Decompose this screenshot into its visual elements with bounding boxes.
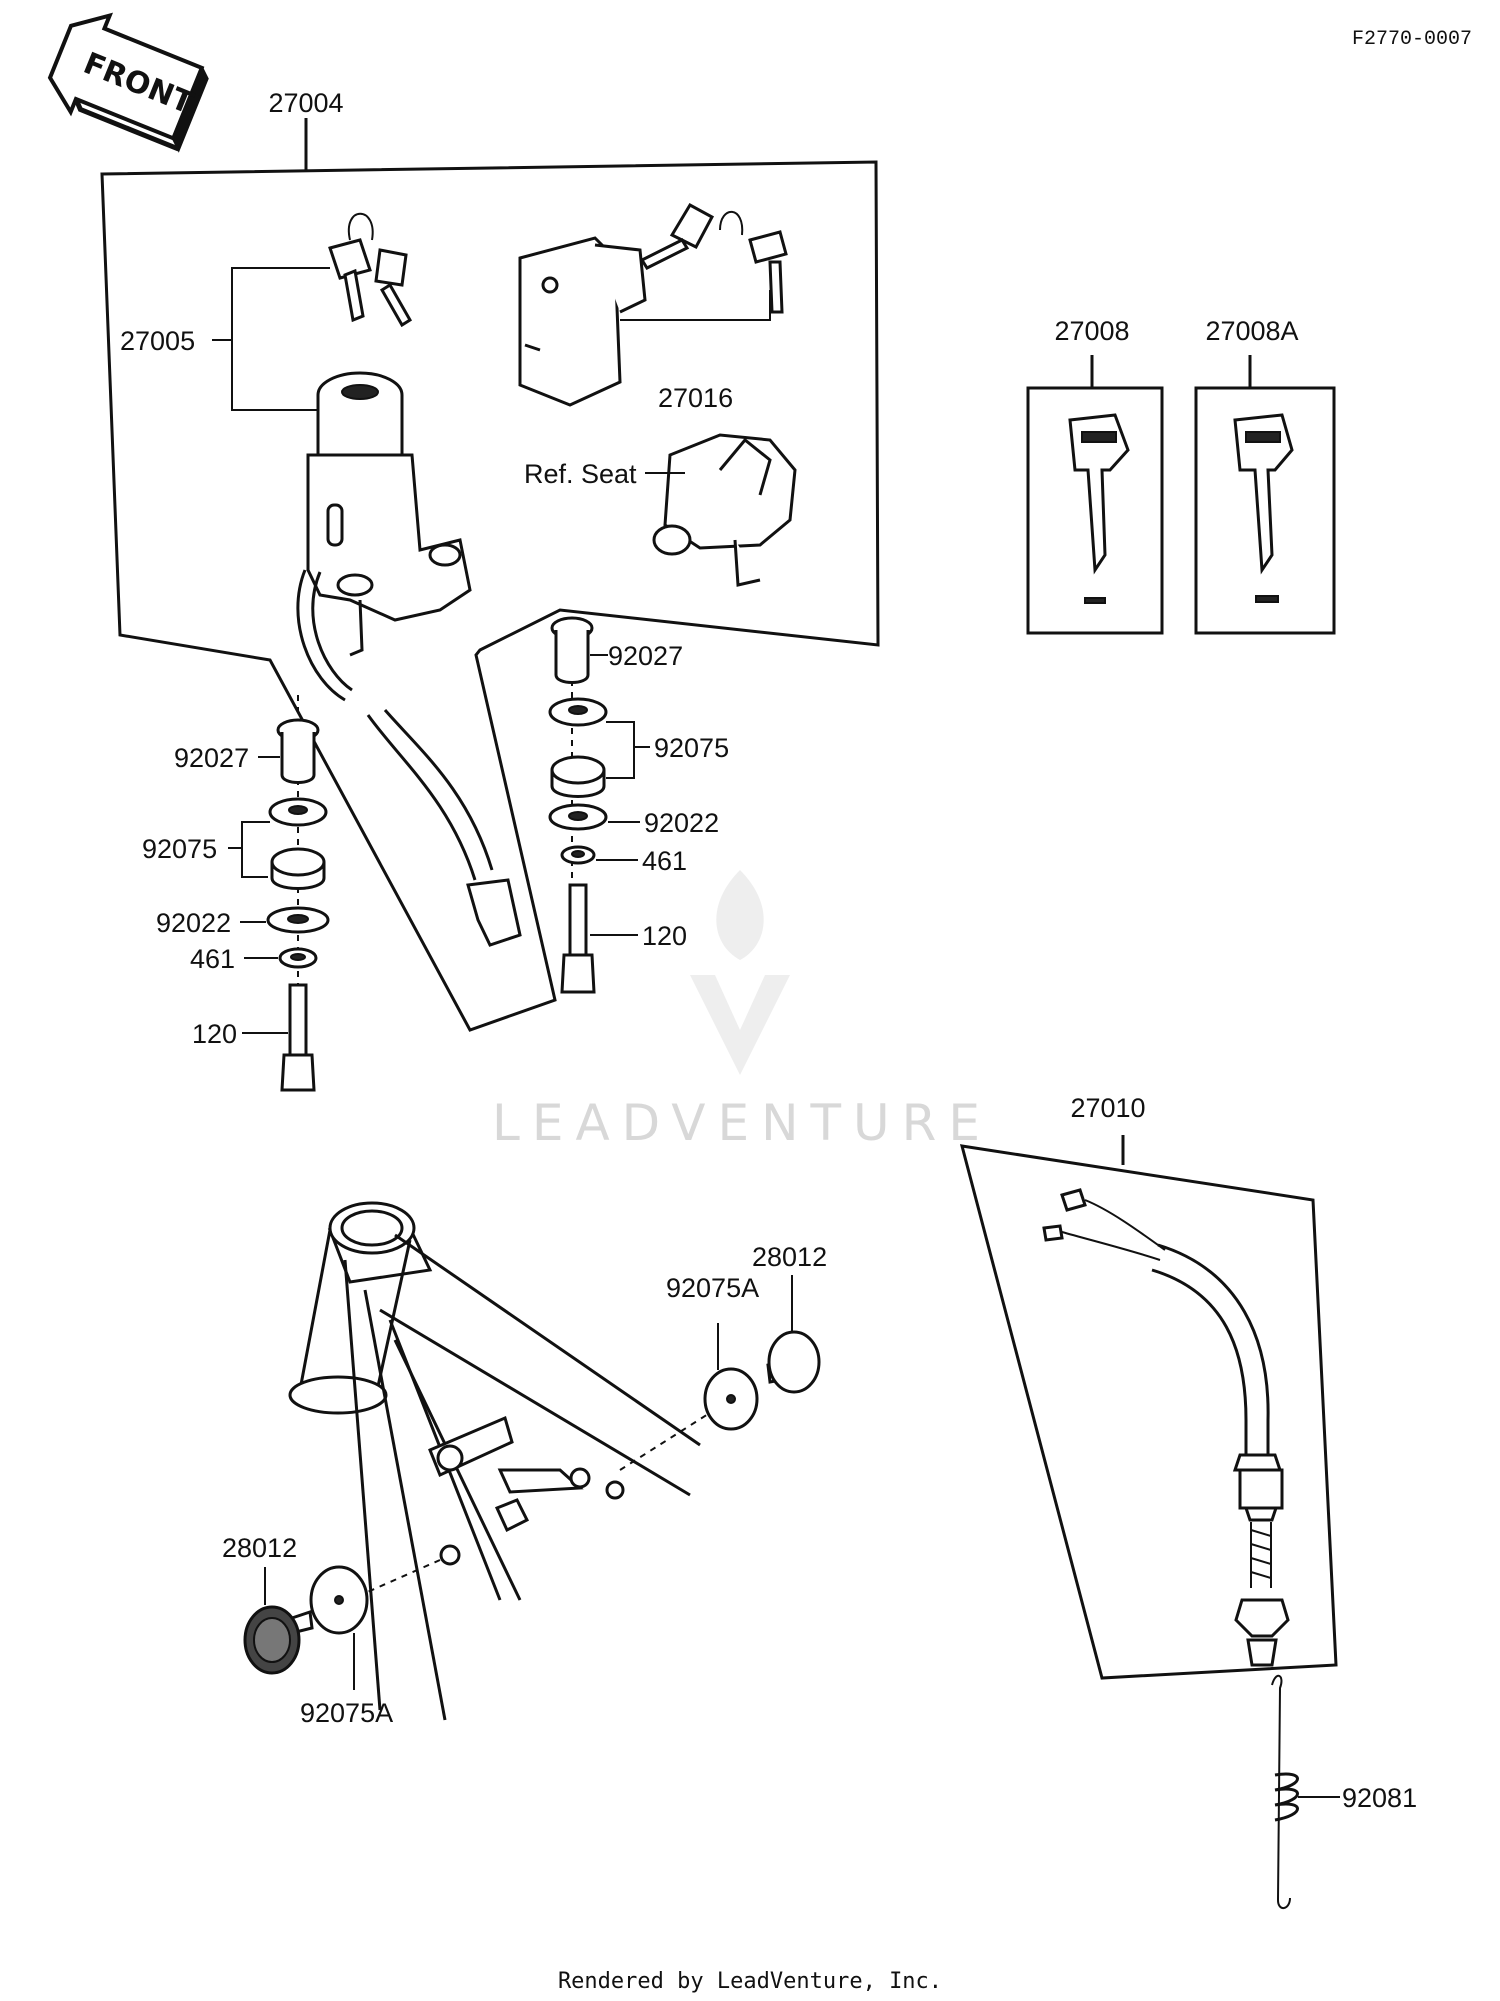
reflector-left-icon [243, 1559, 441, 1675]
key-set-icon [328, 212, 413, 328]
label-key-blank-a: 27008A [1205, 316, 1298, 346]
label-ignition-switch: 27004 [268, 88, 343, 118]
label-key-set: 27005 [120, 326, 195, 356]
front-arrow-icon: FRONT [47, 12, 209, 153]
ignition-switch-box [100, 118, 880, 1032]
label-reflector-right: 28012 [752, 1242, 827, 1272]
key-blank-box [1026, 355, 1164, 635]
label-bolt-left: 120 [192, 1019, 237, 1049]
label-brake-switch: 27010 [1070, 1093, 1145, 1123]
label-bolt-right: 120 [642, 921, 687, 951]
label-damper-right-a: 92075A [666, 1273, 759, 1303]
label-washer-left: 92022 [156, 908, 231, 938]
drawing-code: F2770-0007 [1352, 28, 1472, 51]
label-lockwasher-left: 461 [190, 944, 235, 974]
footer-credit: Rendered by LeadVenture, Inc. [558, 1969, 942, 1994]
label-reflector-left: 28012 [222, 1533, 297, 1563]
label-damper-right: 92075 [654, 733, 729, 763]
label-lockwasher-right: 461 [642, 846, 687, 876]
label-ref-seat: Ref. Seat [524, 459, 637, 489]
lock-set-keys-icon [639, 202, 788, 314]
label-collar-left: 92027 [174, 743, 249, 773]
label-collar-right: 92027 [608, 641, 683, 671]
spring-icon [1271, 1674, 1299, 1909]
key-blank-a-box [1194, 355, 1336, 635]
brake-switch-box [959, 1135, 1338, 1680]
wiring-harness [296, 569, 522, 947]
seat-lock-icon [652, 433, 797, 587]
frame-head-pipe [288, 1201, 701, 1721]
label-damper-left-a: 92075A [300, 1698, 393, 1728]
label-damper-left: 92075 [142, 834, 217, 864]
watermark-text: LEADVENTURE [492, 1094, 992, 1152]
reflector-right-icon [619, 1330, 821, 1471]
label-lock-set: 27016 [658, 383, 733, 413]
brake-switch-icon [1042, 1188, 1290, 1667]
watermark-logo [690, 870, 790, 1075]
ignition-switch-icon [306, 371, 472, 657]
right-mounting-stack [548, 616, 608, 994]
label-washer-right: 92022 [644, 808, 719, 838]
label-key-blank: 27008 [1054, 316, 1129, 346]
label-spring: 92081 [1342, 1783, 1417, 1813]
left-mounting-stack [266, 695, 330, 1092]
connector-icon [466, 878, 522, 947]
lock-set-icon [518, 236, 647, 407]
